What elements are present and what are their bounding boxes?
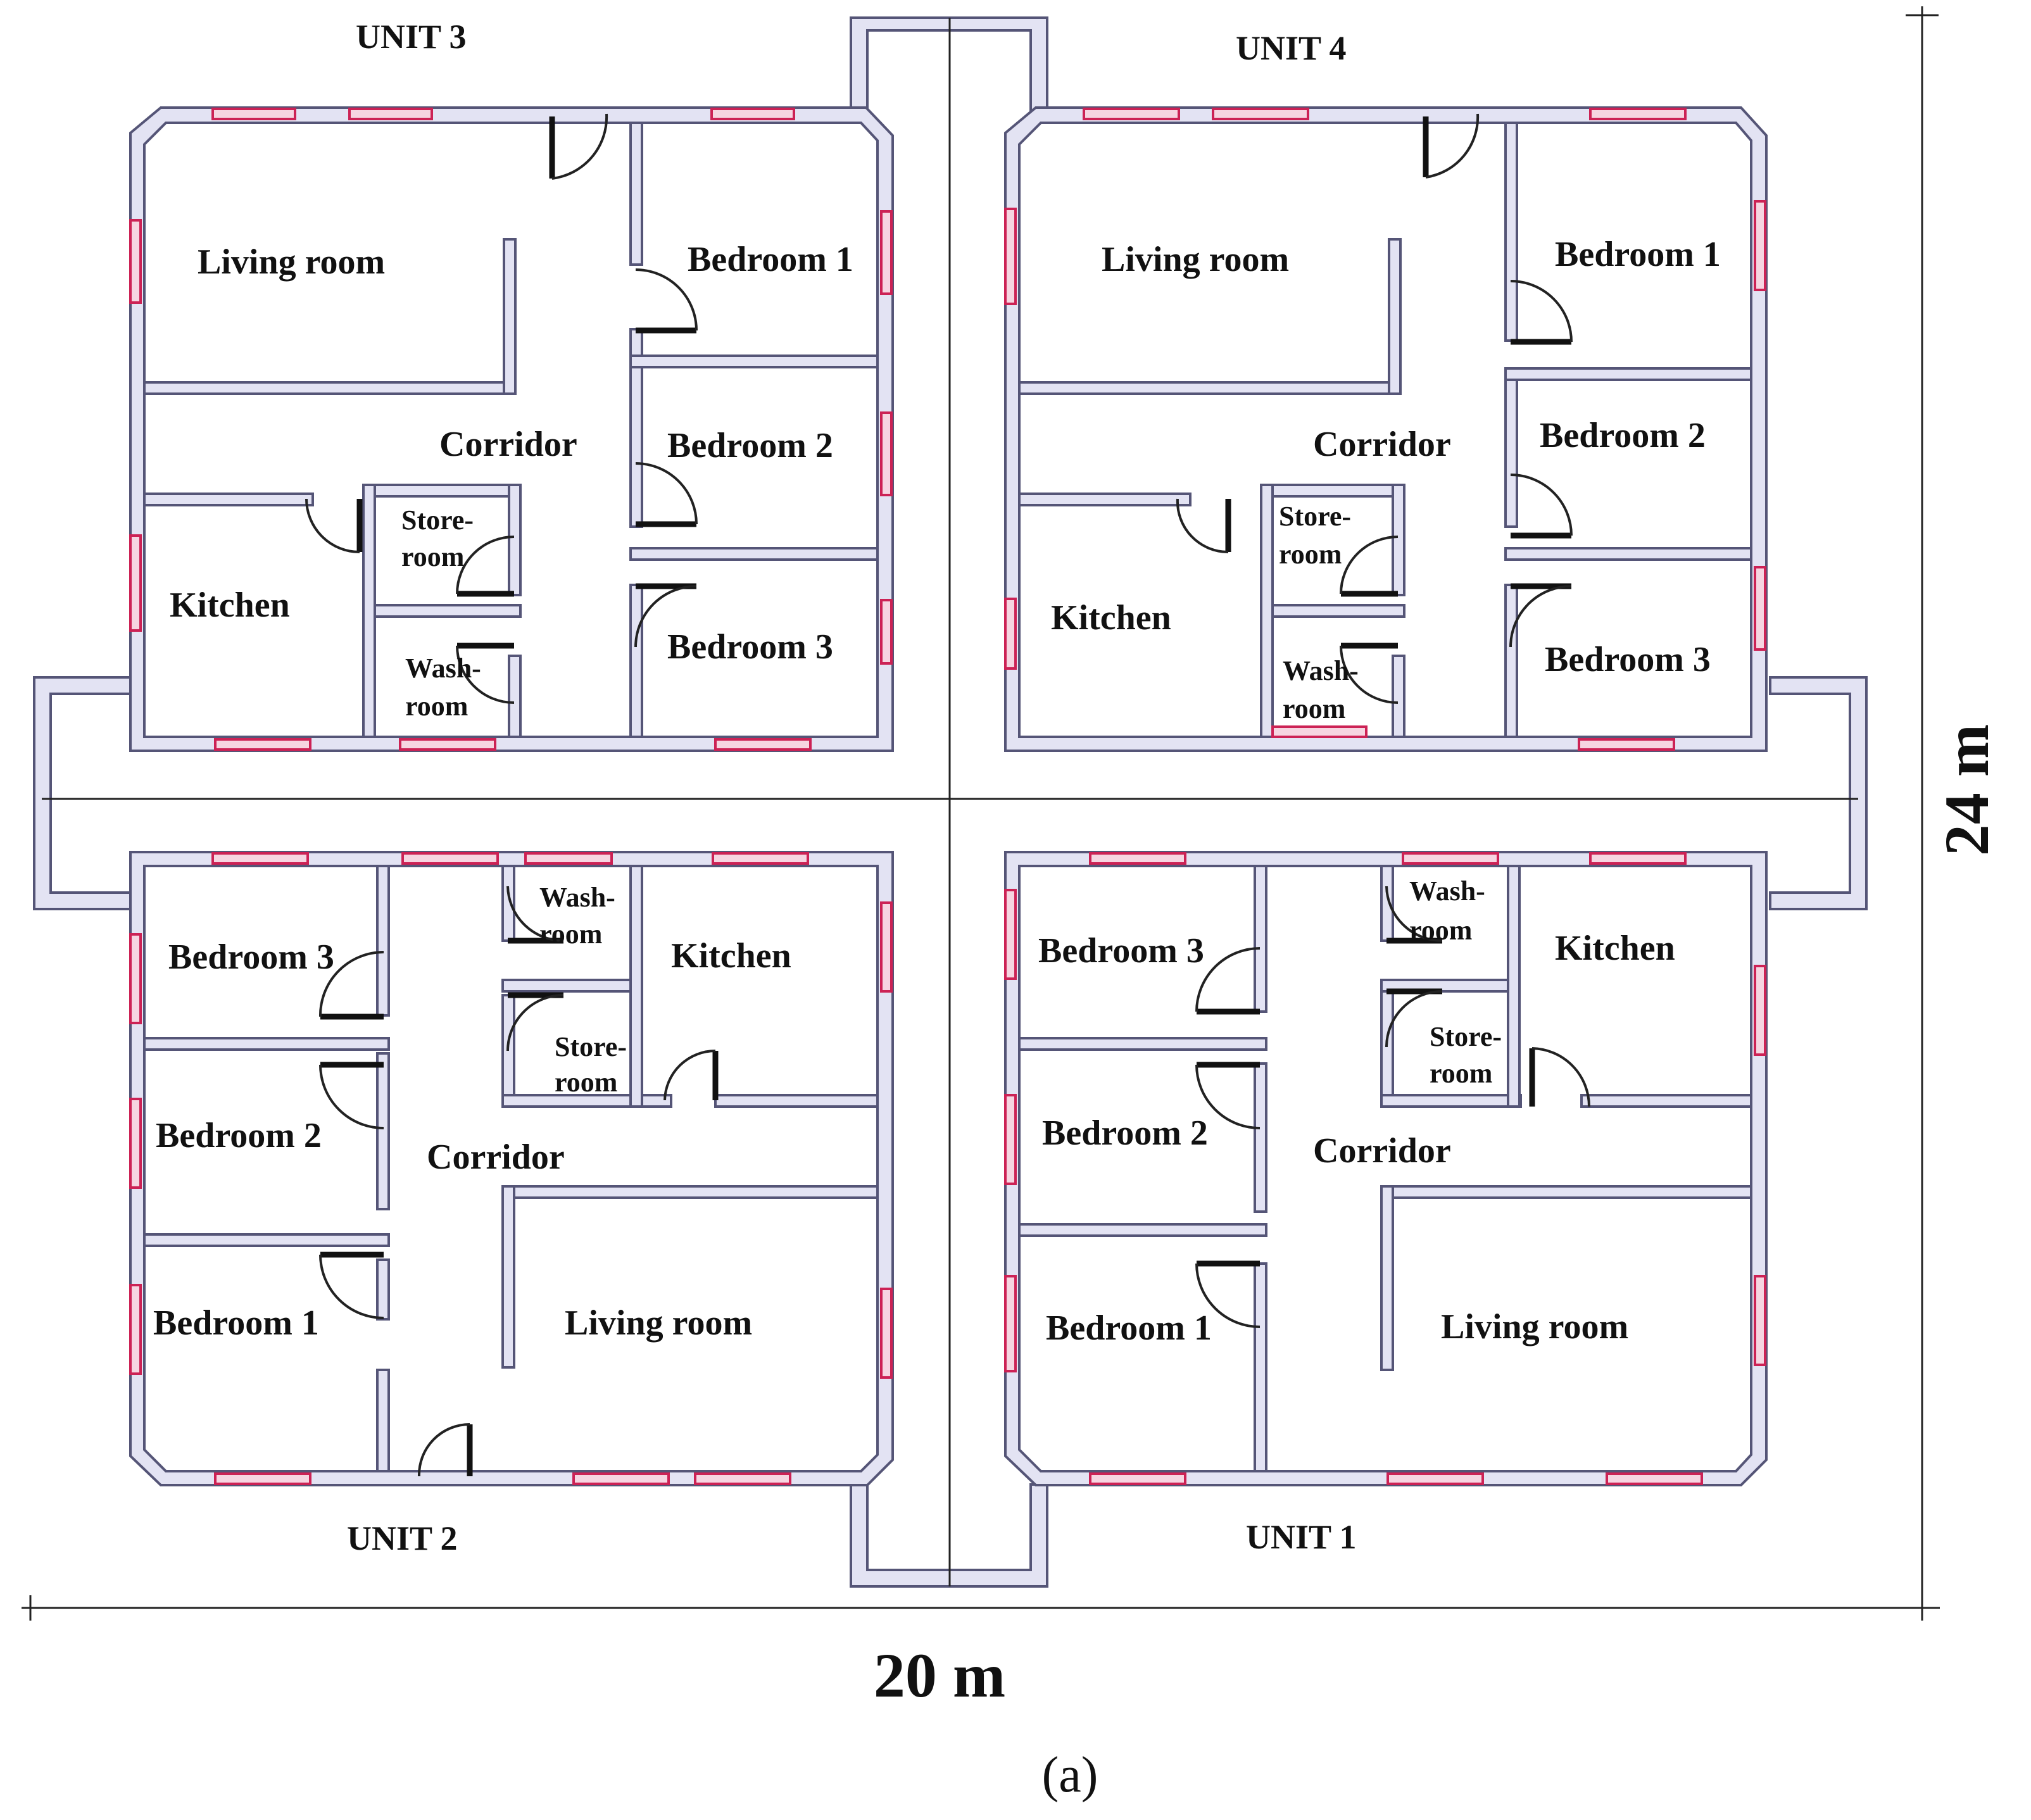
corridor-label: Corridor bbox=[439, 425, 577, 464]
bedroom-3-label: Bedroom 3 bbox=[168, 938, 334, 977]
bedroom-1-label: Bedroom 1 bbox=[153, 1303, 319, 1343]
window bbox=[880, 411, 893, 496]
corridor-label: Corridor bbox=[1313, 1131, 1451, 1170]
bedroom-3-label: Bedroom 3 bbox=[1038, 931, 1204, 970]
washroom-label-line2: room bbox=[1409, 915, 1472, 946]
bedroom-2-label: Bedroom 2 bbox=[1042, 1114, 1208, 1153]
unit-3-title: UNIT 3 bbox=[356, 18, 467, 56]
unit-2: UNIT 2 Living room Corridor Kitchen Stor… bbox=[129, 851, 894, 1557]
unit-2-outer-wall bbox=[129, 851, 894, 1486]
living-room-label: Living room bbox=[1102, 240, 1289, 279]
bedroom-2-label: Bedroom 2 bbox=[1540, 416, 1706, 455]
unit-4-outer-wall bbox=[1004, 106, 1768, 752]
window bbox=[714, 738, 812, 751]
bedroom-1-label: Bedroom 1 bbox=[1555, 235, 1721, 274]
unit-1: UNIT 1 Living room Corridor Kitchen Stor… bbox=[1004, 851, 1768, 1556]
kitchen-label: Kitchen bbox=[1051, 598, 1171, 637]
height-dimension-label: 24 m bbox=[1932, 724, 2002, 856]
window bbox=[399, 738, 496, 751]
storeroom-label-line2: room bbox=[1279, 539, 1342, 570]
washroom-label-line1: Wash- bbox=[405, 653, 481, 684]
washroom-label-line1: Wash- bbox=[539, 882, 615, 913]
left-shaft bbox=[33, 676, 132, 910]
living-bottom-wall bbox=[143, 381, 514, 395]
window bbox=[880, 210, 893, 295]
kitchen-label: Kitchen bbox=[1555, 929, 1675, 968]
window bbox=[880, 599, 893, 665]
corridor-label: Corridor bbox=[427, 1138, 565, 1177]
window bbox=[129, 534, 142, 632]
storeroom-label-line1: Store- bbox=[555, 1031, 627, 1062]
unit-2-title: UNIT 2 bbox=[347, 1519, 458, 1557]
dimension-width: 20 m bbox=[22, 1595, 1940, 1710]
storeroom-label-line2: room bbox=[1430, 1058, 1492, 1089]
washroom-label-line2: room bbox=[539, 919, 602, 950]
storeroom-label-line1: Store- bbox=[1279, 501, 1351, 532]
unit-4: UNIT 4 Living room Corridor Kitchen Stor… bbox=[1004, 29, 1768, 752]
window bbox=[211, 108, 296, 120]
bedroom-1-label: Bedroom 1 bbox=[1046, 1309, 1212, 1348]
kitchen-top-wall-left bbox=[143, 493, 314, 506]
window bbox=[348, 108, 433, 120]
dimension-height: 24 m bbox=[1906, 6, 2002, 1621]
window bbox=[214, 738, 311, 751]
living-room-label: Living room bbox=[198, 242, 385, 282]
window bbox=[710, 108, 795, 120]
unit-4-title: UNIT 4 bbox=[1236, 29, 1347, 67]
kitchen-right-wall bbox=[362, 484, 376, 738]
storeroom-label-line2: room bbox=[555, 1067, 617, 1098]
axis-lines bbox=[42, 18, 1858, 1586]
bed-left-wall-1 bbox=[629, 122, 643, 266]
wash-right-wall bbox=[508, 655, 522, 738]
storeroom-label-line2: room bbox=[401, 541, 464, 572]
store-right-wall bbox=[508, 484, 522, 596]
corridor-label: Corridor bbox=[1313, 425, 1451, 464]
storeroom-label-line1: Store- bbox=[401, 505, 474, 536]
washroom-label-line2: room bbox=[405, 691, 468, 722]
store-wash-divider bbox=[374, 604, 522, 618]
bottom-shaft bbox=[850, 1483, 1048, 1588]
washroom-label-line1: Wash- bbox=[1409, 875, 1485, 907]
unit-1-outer-wall bbox=[1004, 851, 1768, 1486]
kitchen-label: Kitchen bbox=[170, 586, 290, 625]
right-shaft bbox=[1769, 676, 1868, 910]
store-top-wall bbox=[362, 484, 520, 498]
living-room-label: Living room bbox=[565, 1303, 752, 1343]
bedroom-3-label: Bedroom 3 bbox=[1545, 640, 1711, 679]
bedroom-2-label: Bedroom 2 bbox=[156, 1116, 322, 1155]
washroom-label-line2: room bbox=[1283, 693, 1345, 724]
living-right-wall bbox=[503, 238, 517, 395]
bedroom-3-label: Bedroom 3 bbox=[667, 627, 833, 667]
unit-3-outer-wall bbox=[129, 106, 894, 752]
width-dimension-label: 20 m bbox=[874, 1640, 1005, 1710]
kitchen-label: Kitchen bbox=[671, 936, 791, 976]
living-room-label: Living room bbox=[1441, 1307, 1628, 1346]
storeroom-label-line1: Store- bbox=[1430, 1021, 1502, 1052]
figure-caption: (a) bbox=[1042, 1747, 1098, 1803]
window bbox=[129, 219, 142, 304]
bed1-bed2-wall bbox=[629, 355, 879, 368]
unit-1-title: UNIT 1 bbox=[1246, 1518, 1357, 1556]
bed-left-wall-3 bbox=[629, 584, 643, 738]
washroom-label-line1: Wash- bbox=[1283, 655, 1359, 686]
bedroom-1-label: Bedroom 1 bbox=[688, 240, 853, 279]
bedroom-2-label: Bedroom 2 bbox=[667, 426, 833, 465]
unit-3: UNIT 3 Living room Corridor Kitchen Stor… bbox=[129, 18, 894, 752]
bed2-bed3-wall bbox=[629, 547, 879, 561]
